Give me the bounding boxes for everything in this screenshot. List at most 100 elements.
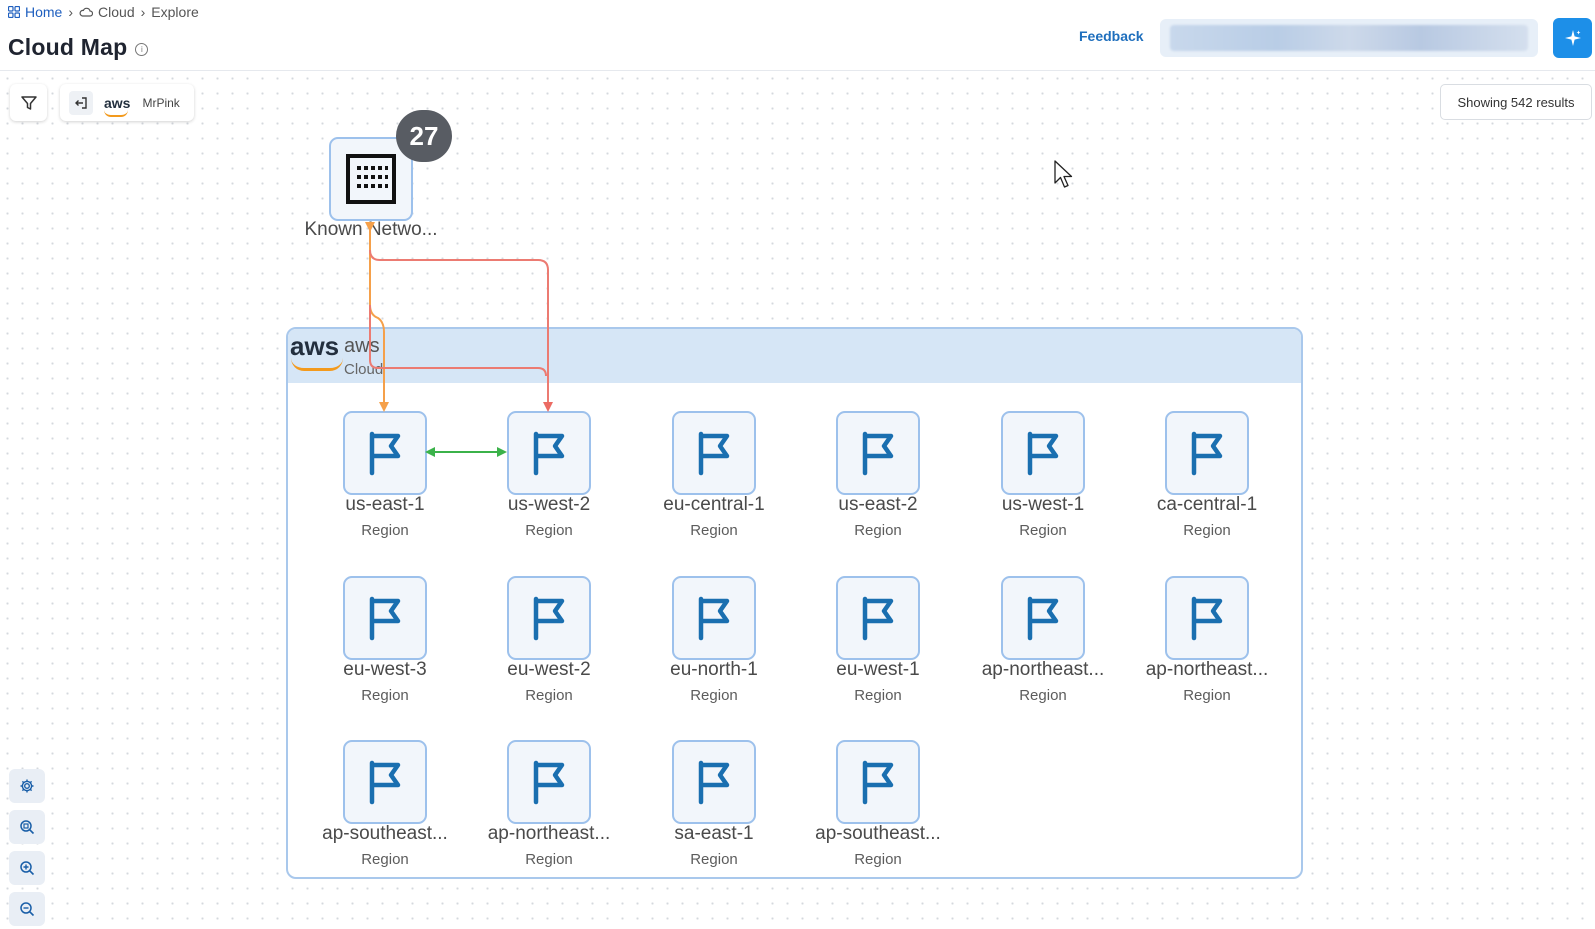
- flag-icon: [533, 760, 565, 805]
- gear-icon: [20, 779, 34, 793]
- region-type: Region: [525, 851, 573, 868]
- region-node[interactable]: [343, 740, 427, 824]
- region-name: eu-west-1: [836, 659, 920, 680]
- region-name: us-west-1: [1001, 494, 1085, 515]
- region-node[interactable]: [507, 576, 591, 660]
- region-node[interactable]: [672, 576, 756, 660]
- filter-icon: [20, 95, 37, 110]
- breadcrumb-cloud-label: Cloud: [98, 4, 135, 20]
- region-name: eu-north-1: [670, 659, 758, 680]
- exit-account-button[interactable]: [69, 90, 93, 115]
- zoom-fit-icon: [20, 820, 35, 835]
- region-type: Region: [690, 851, 738, 868]
- aws-cloud-group[interactable]: aws aws Cloud: [286, 327, 1303, 879]
- region-type: Region: [525, 522, 573, 539]
- breadcrumb-explore[interactable]: Explore: [151, 4, 198, 20]
- region-node[interactable]: [1165, 576, 1249, 660]
- aws-logo-text: aws: [290, 331, 340, 361]
- zoom-fit-button[interactable]: [9, 810, 45, 844]
- flag-icon: [369, 596, 401, 641]
- account-filter-chip[interactable]: aws MrPink: [60, 84, 194, 121]
- page-title: Cloud Map i: [8, 34, 149, 61]
- region-name: us-west-2: [507, 494, 591, 515]
- aws-group-title: aws: [344, 335, 380, 357]
- region-node[interactable]: [836, 576, 920, 660]
- exit-icon: [75, 96, 87, 109]
- region-name: ap-northeast...: [487, 823, 611, 844]
- account-name: MrPink: [142, 95, 180, 110]
- region-type: Region: [525, 687, 573, 704]
- region-type: Region: [690, 522, 738, 539]
- settings-button[interactable]: [9, 769, 45, 803]
- search-input[interactable]: [1160, 19, 1538, 57]
- aws-group-header: aws aws Cloud: [288, 329, 1301, 383]
- aws-logo-text: aws: [104, 94, 131, 111]
- region-node[interactable]: [836, 740, 920, 824]
- results-count: Showing 542 results: [1440, 84, 1592, 120]
- breadcrumb-home-label: Home: [25, 4, 63, 20]
- region-name: eu-west-2: [507, 659, 591, 680]
- mouse-cursor-icon: [1054, 160, 1073, 188]
- flag-icon: [1191, 596, 1223, 641]
- sparkle-icon: [1564, 30, 1581, 46]
- grid-icon: [8, 6, 20, 18]
- known-networks-node[interactable]: [329, 137, 413, 221]
- region-node[interactable]: [343, 411, 427, 495]
- region-node[interactable]: [507, 411, 591, 495]
- zoom-out-icon: [20, 902, 35, 917]
- zoom-in-button[interactable]: [9, 851, 45, 885]
- region-type: Region: [361, 687, 409, 704]
- breadcrumb-cloud[interactable]: Cloud: [79, 4, 135, 20]
- region-node[interactable]: [1001, 576, 1085, 660]
- breadcrumb-separator: ›: [140, 4, 146, 20]
- region-type: Region: [361, 851, 409, 868]
- blurred-search-content: [1170, 25, 1528, 51]
- flag-icon: [1027, 431, 1059, 476]
- flag-icon: [369, 760, 401, 805]
- region-name: ca-central-1: [1156, 494, 1258, 515]
- flag-icon: [698, 431, 730, 476]
- connection-count-badge: 27: [396, 110, 452, 162]
- region-name: us-east-2: [838, 494, 918, 515]
- region-type: Region: [1019, 687, 1067, 704]
- ai-assistant-button[interactable]: [1553, 18, 1592, 58]
- flag-icon: [862, 760, 894, 805]
- region-name: sa-east-1: [674, 823, 754, 844]
- flag-icon: [533, 596, 565, 641]
- filter-button[interactable]: [10, 84, 47, 121]
- flag-icon: [698, 760, 730, 805]
- region-node[interactable]: [836, 411, 920, 495]
- region-type: Region: [854, 851, 902, 868]
- region-node[interactable]: [1001, 411, 1085, 495]
- aws-logo: aws: [290, 331, 343, 371]
- region-type: Region: [854, 687, 902, 704]
- flag-icon: [533, 431, 565, 476]
- breadcrumb-separator: ›: [68, 4, 74, 20]
- flag-icon: [862, 596, 894, 641]
- flag-icon: [1191, 431, 1223, 476]
- flag-icon: [1027, 596, 1059, 641]
- breadcrumb-home[interactable]: Home: [8, 4, 62, 20]
- region-name: us-east-1: [345, 494, 425, 515]
- region-node[interactable]: [672, 411, 756, 495]
- region-name: eu-central-1: [663, 494, 765, 515]
- region-node[interactable]: [1165, 411, 1249, 495]
- building-icon: [346, 154, 396, 204]
- aws-logo: aws: [104, 94, 131, 117]
- region-name: ap-southeast...: [322, 823, 448, 844]
- region-name: ap-northeast...: [981, 659, 1105, 680]
- header-divider: [0, 70, 1595, 71]
- feedback-link[interactable]: Feedback: [1079, 28, 1144, 44]
- info-icon[interactable]: i: [135, 43, 149, 56]
- region-node[interactable]: [343, 576, 427, 660]
- page-title-text: Cloud Map: [8, 34, 128, 60]
- region-type: Region: [361, 522, 409, 539]
- flag-icon: [862, 431, 894, 476]
- region-node[interactable]: [672, 740, 756, 824]
- region-type: Region: [1019, 522, 1067, 539]
- zoom-out-button[interactable]: [9, 892, 45, 926]
- region-name: ap-northeast...: [1145, 659, 1269, 680]
- region-node[interactable]: [507, 740, 591, 824]
- flag-icon: [369, 431, 401, 476]
- region-type: Region: [854, 522, 902, 539]
